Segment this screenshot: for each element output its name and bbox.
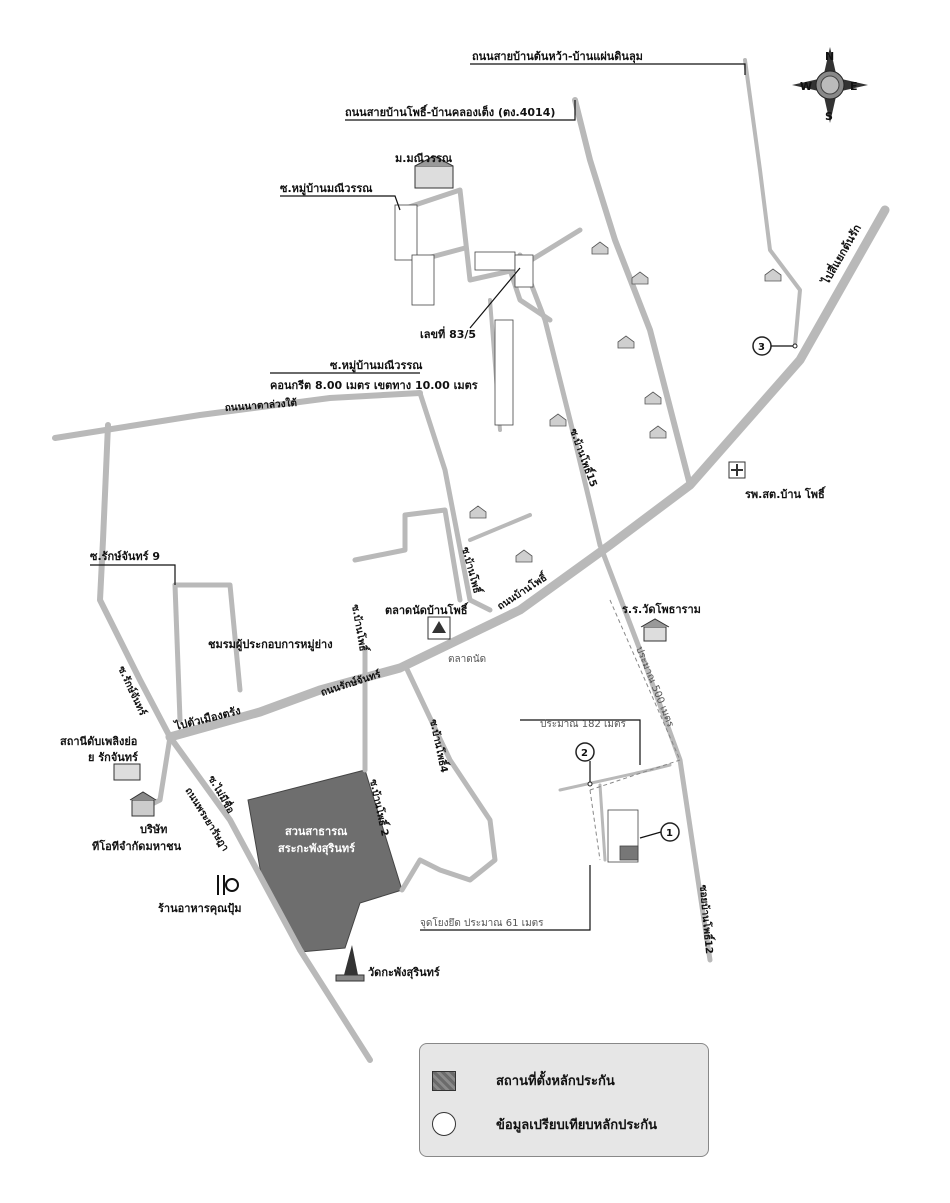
soi-rak-9-label: ซ.รักษ์จันทร์ 9 [90, 550, 160, 563]
company-label-2: ทีโอทีจำกัดมหาชน [92, 839, 182, 853]
house-icon [469, 505, 487, 519]
hospital-icon [728, 461, 746, 479]
legend-swatch-icon [432, 1070, 456, 1091]
house-icon [649, 425, 667, 439]
marker-1[interactable]: 1 [639, 822, 680, 842]
restaurant-icon [217, 875, 239, 895]
road-nahtala-label: ถนนนาตาล่วงใต้ [224, 396, 297, 414]
hospital-label: รพ.สต.บ้าน โพธิ์ [745, 486, 826, 501]
market-sub-label: ตลาดนัด [448, 654, 486, 665]
compass-e: E [850, 80, 858, 93]
road-left-inner [172, 582, 243, 693]
park-label-1: สวนสาธารณ [285, 825, 348, 838]
housing-plots [394, 204, 639, 863]
fire-station-label-2: ย รักจันทร์ [88, 751, 138, 764]
restaurant-label: ร้านอาหารคุณปุ้ม [158, 902, 242, 916]
soi-banpho-4-label: ซ.บ้านโพธิ์4 [427, 718, 452, 774]
main-road-banpho [165, 205, 890, 742]
dist-500-label: ประมาณ 500 เมตร [633, 645, 676, 729]
dist-500-line [609, 599, 681, 761]
legend-comparison-text: ข้อมูลเปรียบเทียบหลักประกัน [496, 1117, 658, 1133]
road-soi-banpho-4 [399, 662, 498, 893]
road-village-a [397, 187, 583, 283]
road-phraya [167, 734, 373, 1063]
road-soi-banpho-12 [597, 542, 713, 963]
marker-1-label: 1 [666, 828, 673, 839]
road-left-vertical [97, 422, 173, 740]
compass-n: N [825, 50, 834, 63]
marker-3-label: 3 [758, 342, 765, 353]
house-icon [515, 549, 533, 563]
road-nahtala [52, 390, 423, 441]
legend-item-comparison: ข้อมูลเปรียบเทียบหลักประกัน [432, 1112, 657, 1136]
club-label: ชมรมผู้ประกอบการหมู่ย่าง [208, 638, 333, 652]
road-soi-banpho-15 [517, 252, 603, 548]
soi-manee-2-label: ซ.หมู่บ้านมณีวรรณ [330, 359, 423, 373]
road-soi-banpho-market [352, 507, 463, 603]
school-icon [640, 618, 670, 642]
compass-icon [792, 47, 868, 123]
school-label: ร.ร.วัดโพธาราม [622, 602, 701, 616]
company-icon [129, 791, 157, 817]
marker-2-label: 2 [581, 748, 588, 759]
village-manee-label: ม.มณีวรรณ [395, 152, 453, 165]
house-icons [469, 241, 782, 563]
road-north-2-label: ถนนสายบ้านโพธิ์-บ้านคลองเต็ง (ตง.4014) [345, 104, 555, 119]
market-label: ตลาดนัดบ้านโพธิ์ [385, 602, 469, 617]
road-rakchan9 [172, 582, 183, 723]
market-icon [427, 616, 451, 640]
house-icon [549, 413, 567, 427]
soi-banpho-12-label: ซอยบ้านโพธิ์12 [697, 884, 717, 954]
compass-w: W [800, 80, 812, 93]
legend-circle-icon [432, 1112, 456, 1136]
marker-3[interactable]: 3 [752, 336, 798, 356]
house-icon [631, 271, 649, 285]
map-legend: สถานที่ตั้งหลักประกัน ข้อมูลเปรียบเทียบห… [419, 1043, 709, 1157]
dist-61-line [589, 789, 601, 861]
compass-s: S [825, 110, 833, 123]
soi-manee-1-label: ซ.หมู่บ้านมณีวรรณ [280, 182, 373, 196]
legend-item-collateral: สถานที่ตั้งหลักประกัน [432, 1070, 615, 1091]
dist-182-label: ประมาณ 182 เมตร [540, 719, 627, 730]
address-label: เลขที่ 83/5 [420, 326, 476, 341]
fire-station-icon [113, 763, 141, 781]
road-north-1-label: ถนนสายบ้านต้นหว้า-บ้านแผ่นดินลุม [472, 50, 643, 64]
park-label-2: สระกะพังสุรินทร์ [278, 842, 355, 856]
company-label-1: บริษัท [140, 823, 167, 836]
soi-banpho-b-label: ซ.บ้านโพธิ์ [349, 603, 371, 654]
road-banpho-khlongteng [572, 97, 693, 488]
road-spur [468, 513, 532, 542]
ref-point-label: จุดโยงยึด ประมาณ 61 เมตร [420, 916, 544, 929]
house-icon [764, 268, 782, 282]
house-icon [617, 335, 635, 349]
legend-collateral-text: สถานที่ตั้งหลักประกัน [496, 1074, 615, 1089]
marker-2[interactable]: 2 [575, 742, 595, 787]
village-icon [414, 155, 454, 189]
dist-182-line [589, 759, 681, 791]
road-nahtala-east [417, 390, 493, 613]
fire-station-label-1: สถานีดับเพลิงย่อ [60, 735, 137, 748]
concrete-label: คอนกรีต 8.00 เมตร เขตทาง 10.00 เมตร [270, 379, 478, 392]
leader-lines [90, 63, 746, 931]
house-icon [644, 391, 662, 405]
temple-icon [335, 945, 365, 982]
road-tonwa-phaendinlum [743, 58, 802, 347]
house-icon [591, 241, 609, 255]
temple-label: วัดกะพังสุรินทร์ [368, 966, 440, 980]
